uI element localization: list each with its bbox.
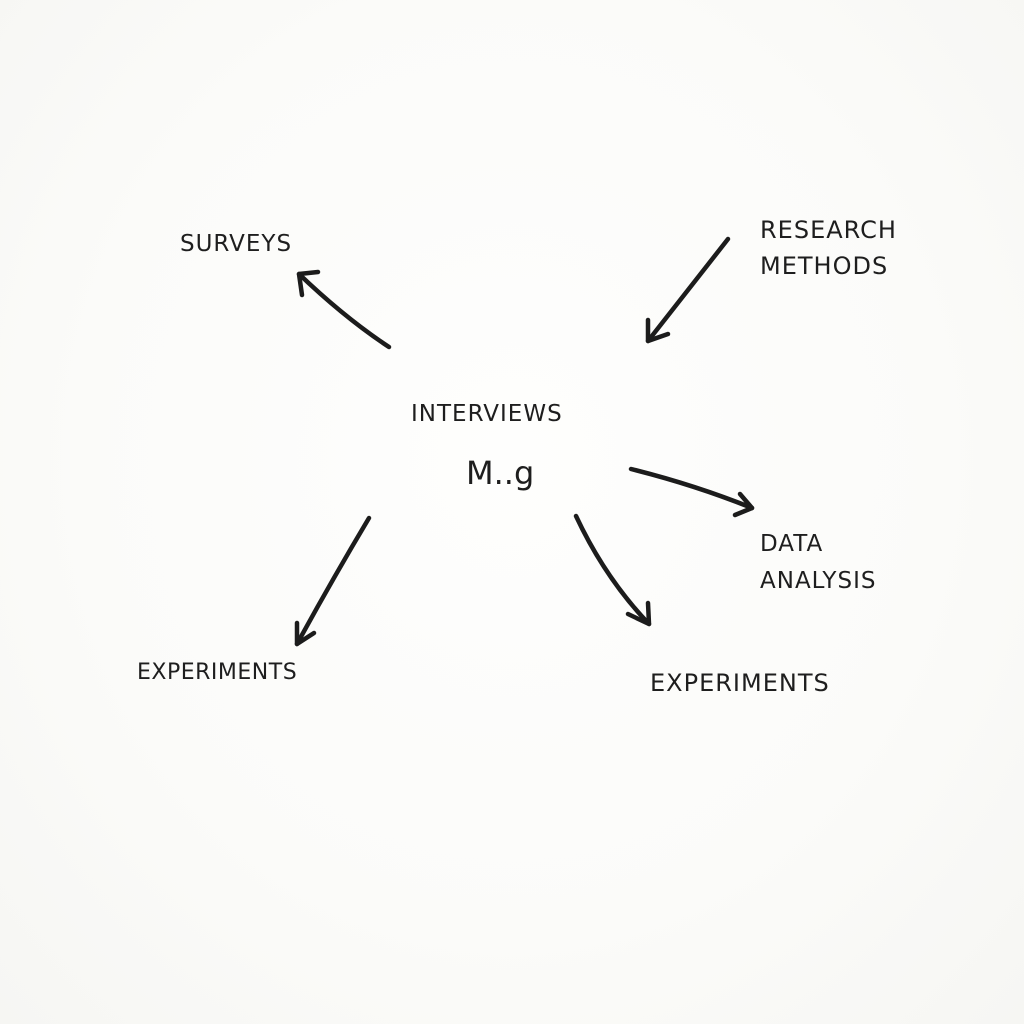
arrow-to-experiments-left bbox=[294, 515, 372, 647]
center-node-subtitle: M..g bbox=[466, 454, 535, 492]
node-data-analysis: DATA ANALYSIS bbox=[760, 531, 877, 594]
node-experiments-left: EXPERIMENTS bbox=[137, 660, 298, 685]
arrowhead-data-analysis bbox=[732, 491, 755, 518]
center-node-title: INTERVIEWS bbox=[411, 401, 563, 427]
arrowhead-research-methods bbox=[645, 317, 671, 344]
node-surveys: SURVEYS bbox=[180, 231, 293, 257]
arrowhead-experiments-left bbox=[294, 620, 317, 647]
arrow-to-data-analysis bbox=[628, 466, 755, 511]
arrow-from-research-methods bbox=[645, 236, 731, 344]
node-experiments-right: EXPERIMENTS bbox=[650, 669, 830, 697]
arrowhead-experiments-right bbox=[625, 600, 652, 627]
arrowhead-surveys bbox=[296, 269, 321, 298]
arrow-to-surveys bbox=[296, 271, 392, 350]
arrow-to-experiments-right bbox=[573, 513, 652, 627]
node-research-methods: RESEARCH METHODS bbox=[760, 216, 897, 280]
